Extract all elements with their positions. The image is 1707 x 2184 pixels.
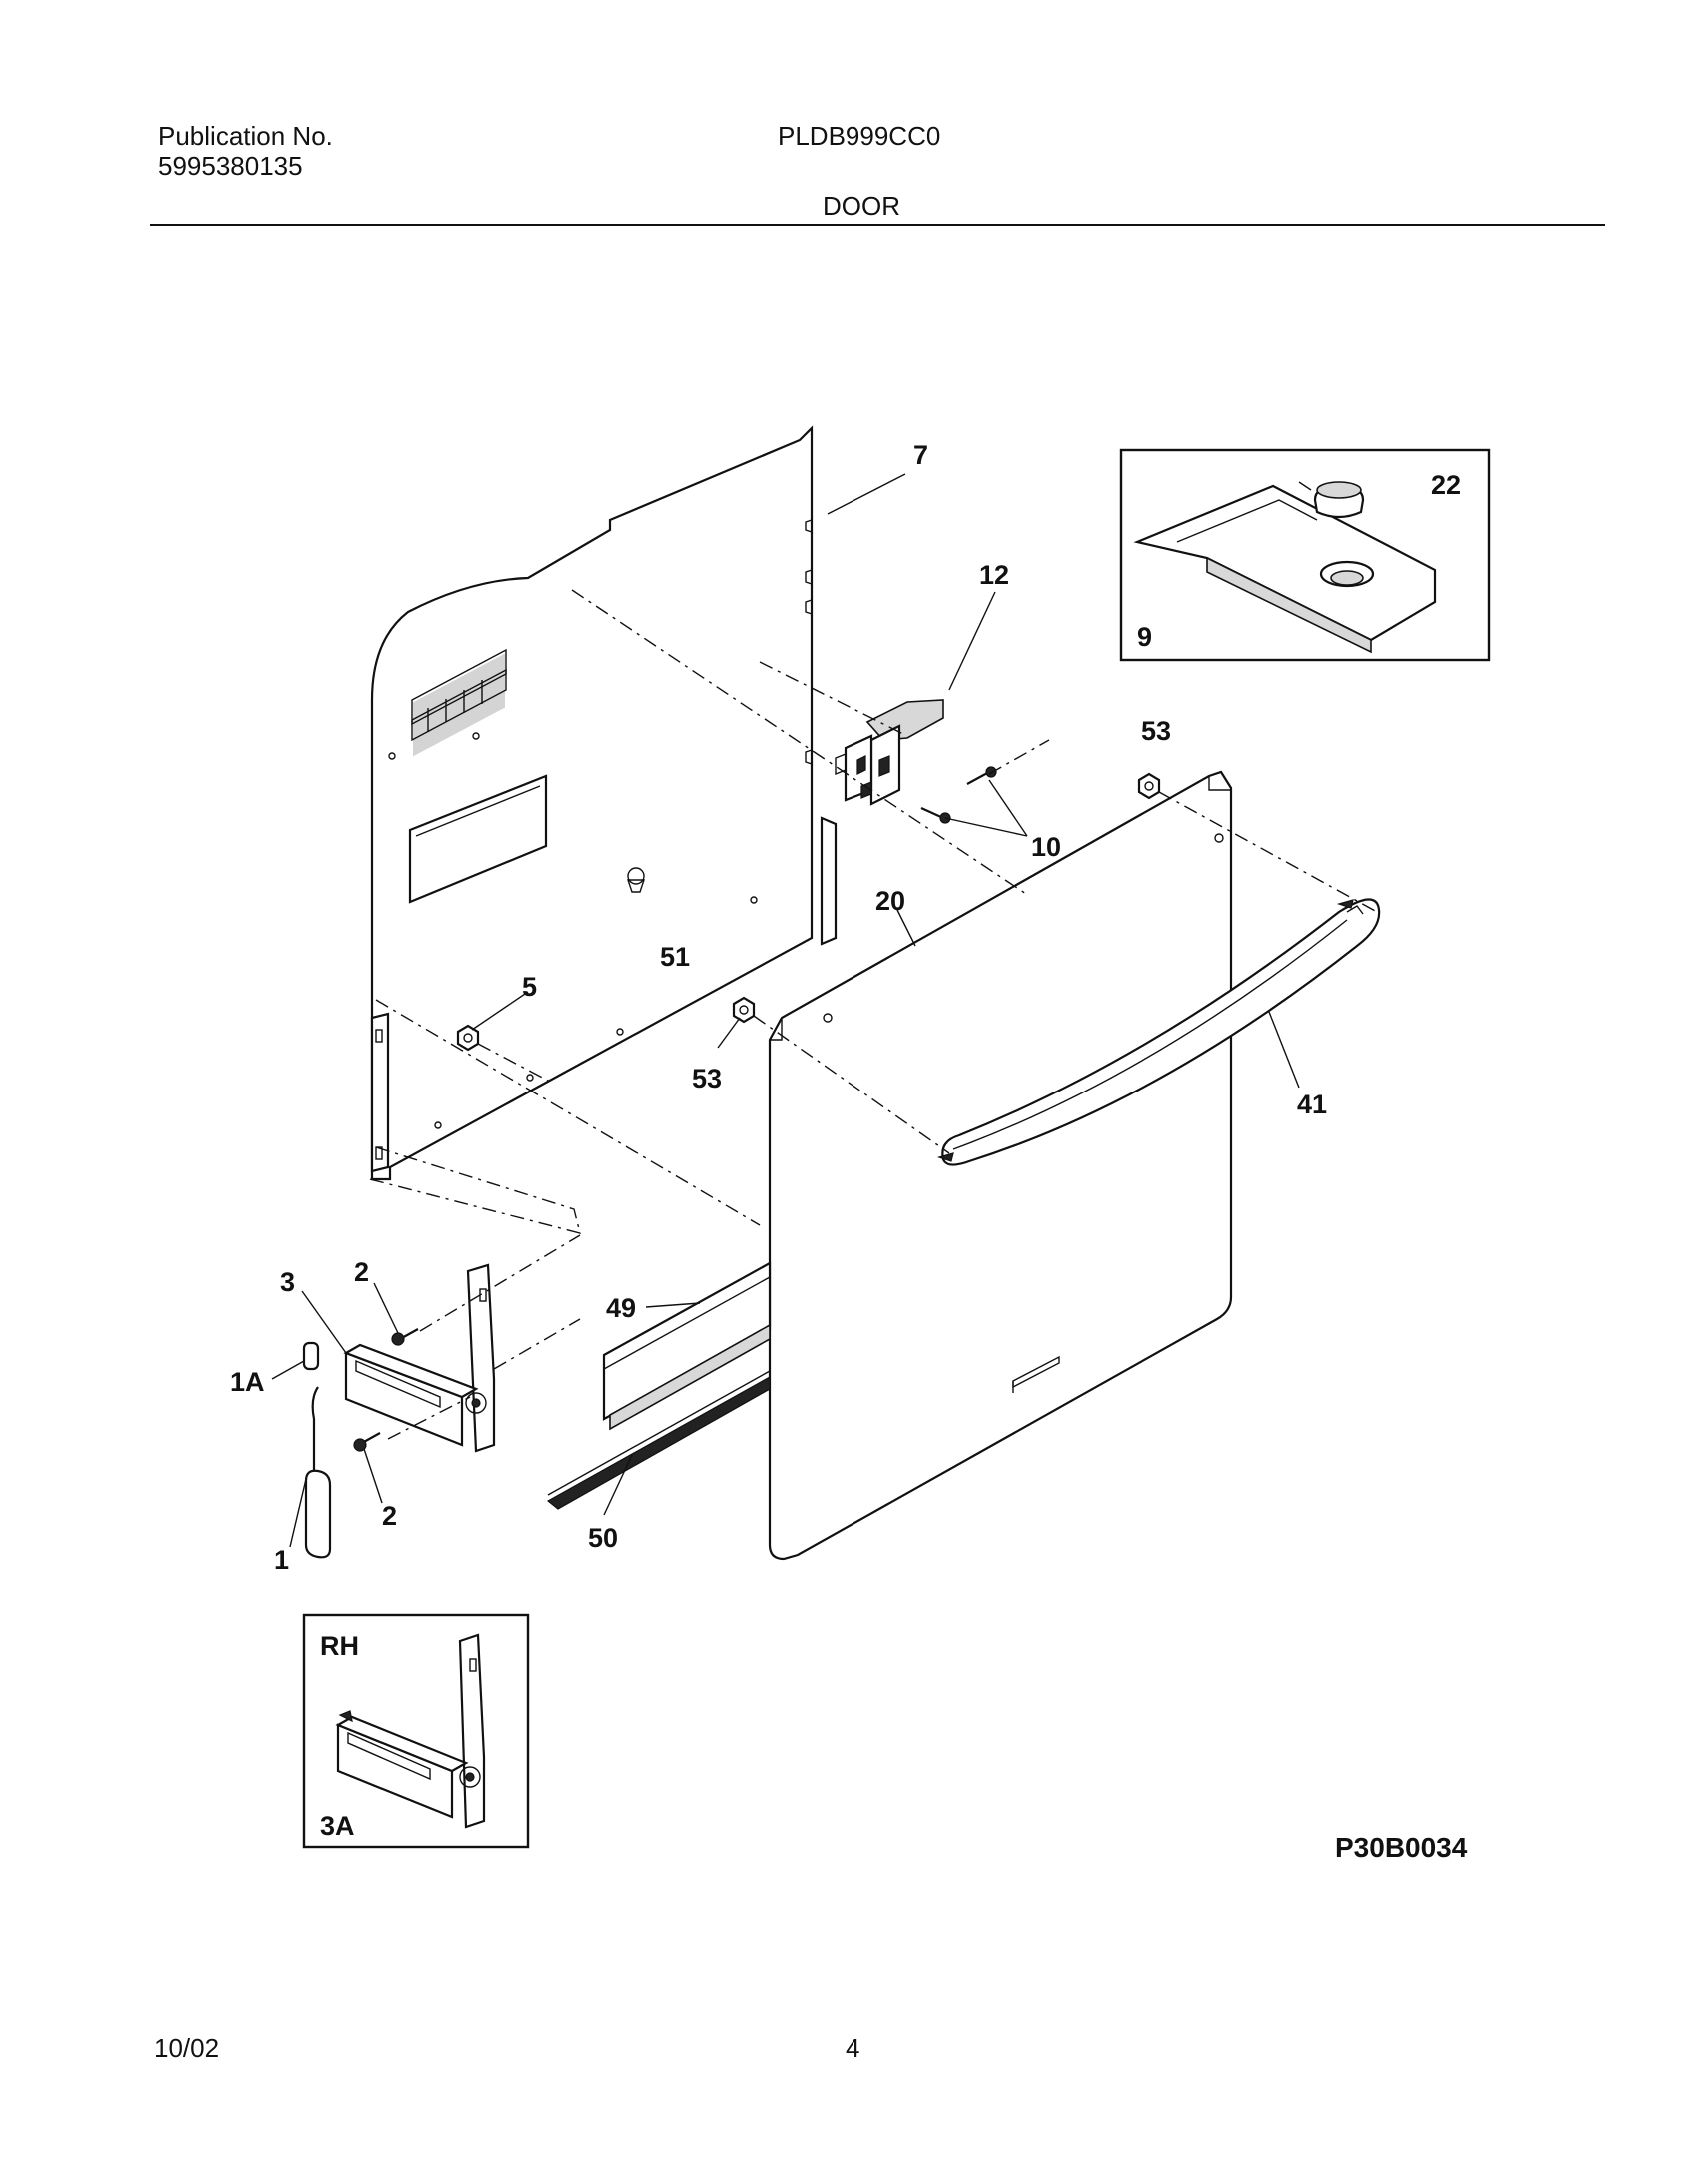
door-seal: [546, 1370, 771, 1510]
callout-2-bottom: 2: [382, 1501, 397, 1531]
inset-detergent-dispenser: [1119, 448, 1491, 662]
callout-1a: 1A: [230, 1367, 265, 1397]
callout-22: 22: [1431, 470, 1461, 500]
nut-53-bottom: [732, 996, 756, 1024]
footer-date: 10/02: [154, 2033, 220, 2063]
callout-rh: RH: [320, 1631, 359, 1661]
callout-12: 12: [979, 560, 1009, 590]
hinge-screw-bottom: [353, 1432, 381, 1452]
callout-20: 20: [875, 886, 905, 916]
callout-3a: 3A: [320, 1811, 355, 1841]
callout-50: 50: [588, 1523, 618, 1553]
callout-51: 51: [660, 942, 690, 972]
drawing-code: P30B0034: [1335, 1832, 1468, 1863]
callout-53-top: 53: [1141, 716, 1171, 746]
callout-1: 1: [274, 1545, 289, 1575]
hinge-bracket: [343, 1263, 496, 1453]
hinge-screw-top: [391, 1328, 419, 1346]
callout-3: 3: [280, 1267, 295, 1297]
publication-label: Publication No.: [158, 121, 333, 151]
callout-49: 49: [606, 1293, 636, 1323]
callout-41: 41: [1297, 1090, 1327, 1119]
inner-door-panel: [370, 425, 838, 1181]
page-number: 4: [846, 2033, 860, 2063]
callout-2-top: 2: [354, 1257, 369, 1287]
hinge-spring: [302, 1341, 332, 1559]
inset-rh-hinge: [302, 1613, 530, 1849]
nut-53-top: [1137, 772, 1161, 800]
door-handle: [936, 898, 1381, 1166]
model-number: PLDB999CC0: [778, 121, 941, 151]
section-title: DOOR: [823, 191, 900, 221]
alignment-lines: [369, 589, 1378, 1440]
outer-door-panel: [768, 770, 1233, 1561]
callout-7: 7: [913, 440, 928, 470]
leader-lines: [271, 473, 1300, 1548]
callout-5: 5: [522, 972, 537, 1002]
vent-grille: [411, 648, 507, 757]
vent-strip: [602, 1261, 772, 1431]
header-rule: [150, 224, 1605, 226]
publication-number: 5995380135: [158, 151, 303, 181]
callout-10: 10: [1031, 832, 1061, 862]
door-latch: [835, 699, 944, 806]
nut-5: [456, 1024, 480, 1052]
latch-screws: [920, 766, 997, 824]
callout-9: 9: [1137, 622, 1152, 652]
callout-53-bottom: 53: [692, 1064, 722, 1093]
